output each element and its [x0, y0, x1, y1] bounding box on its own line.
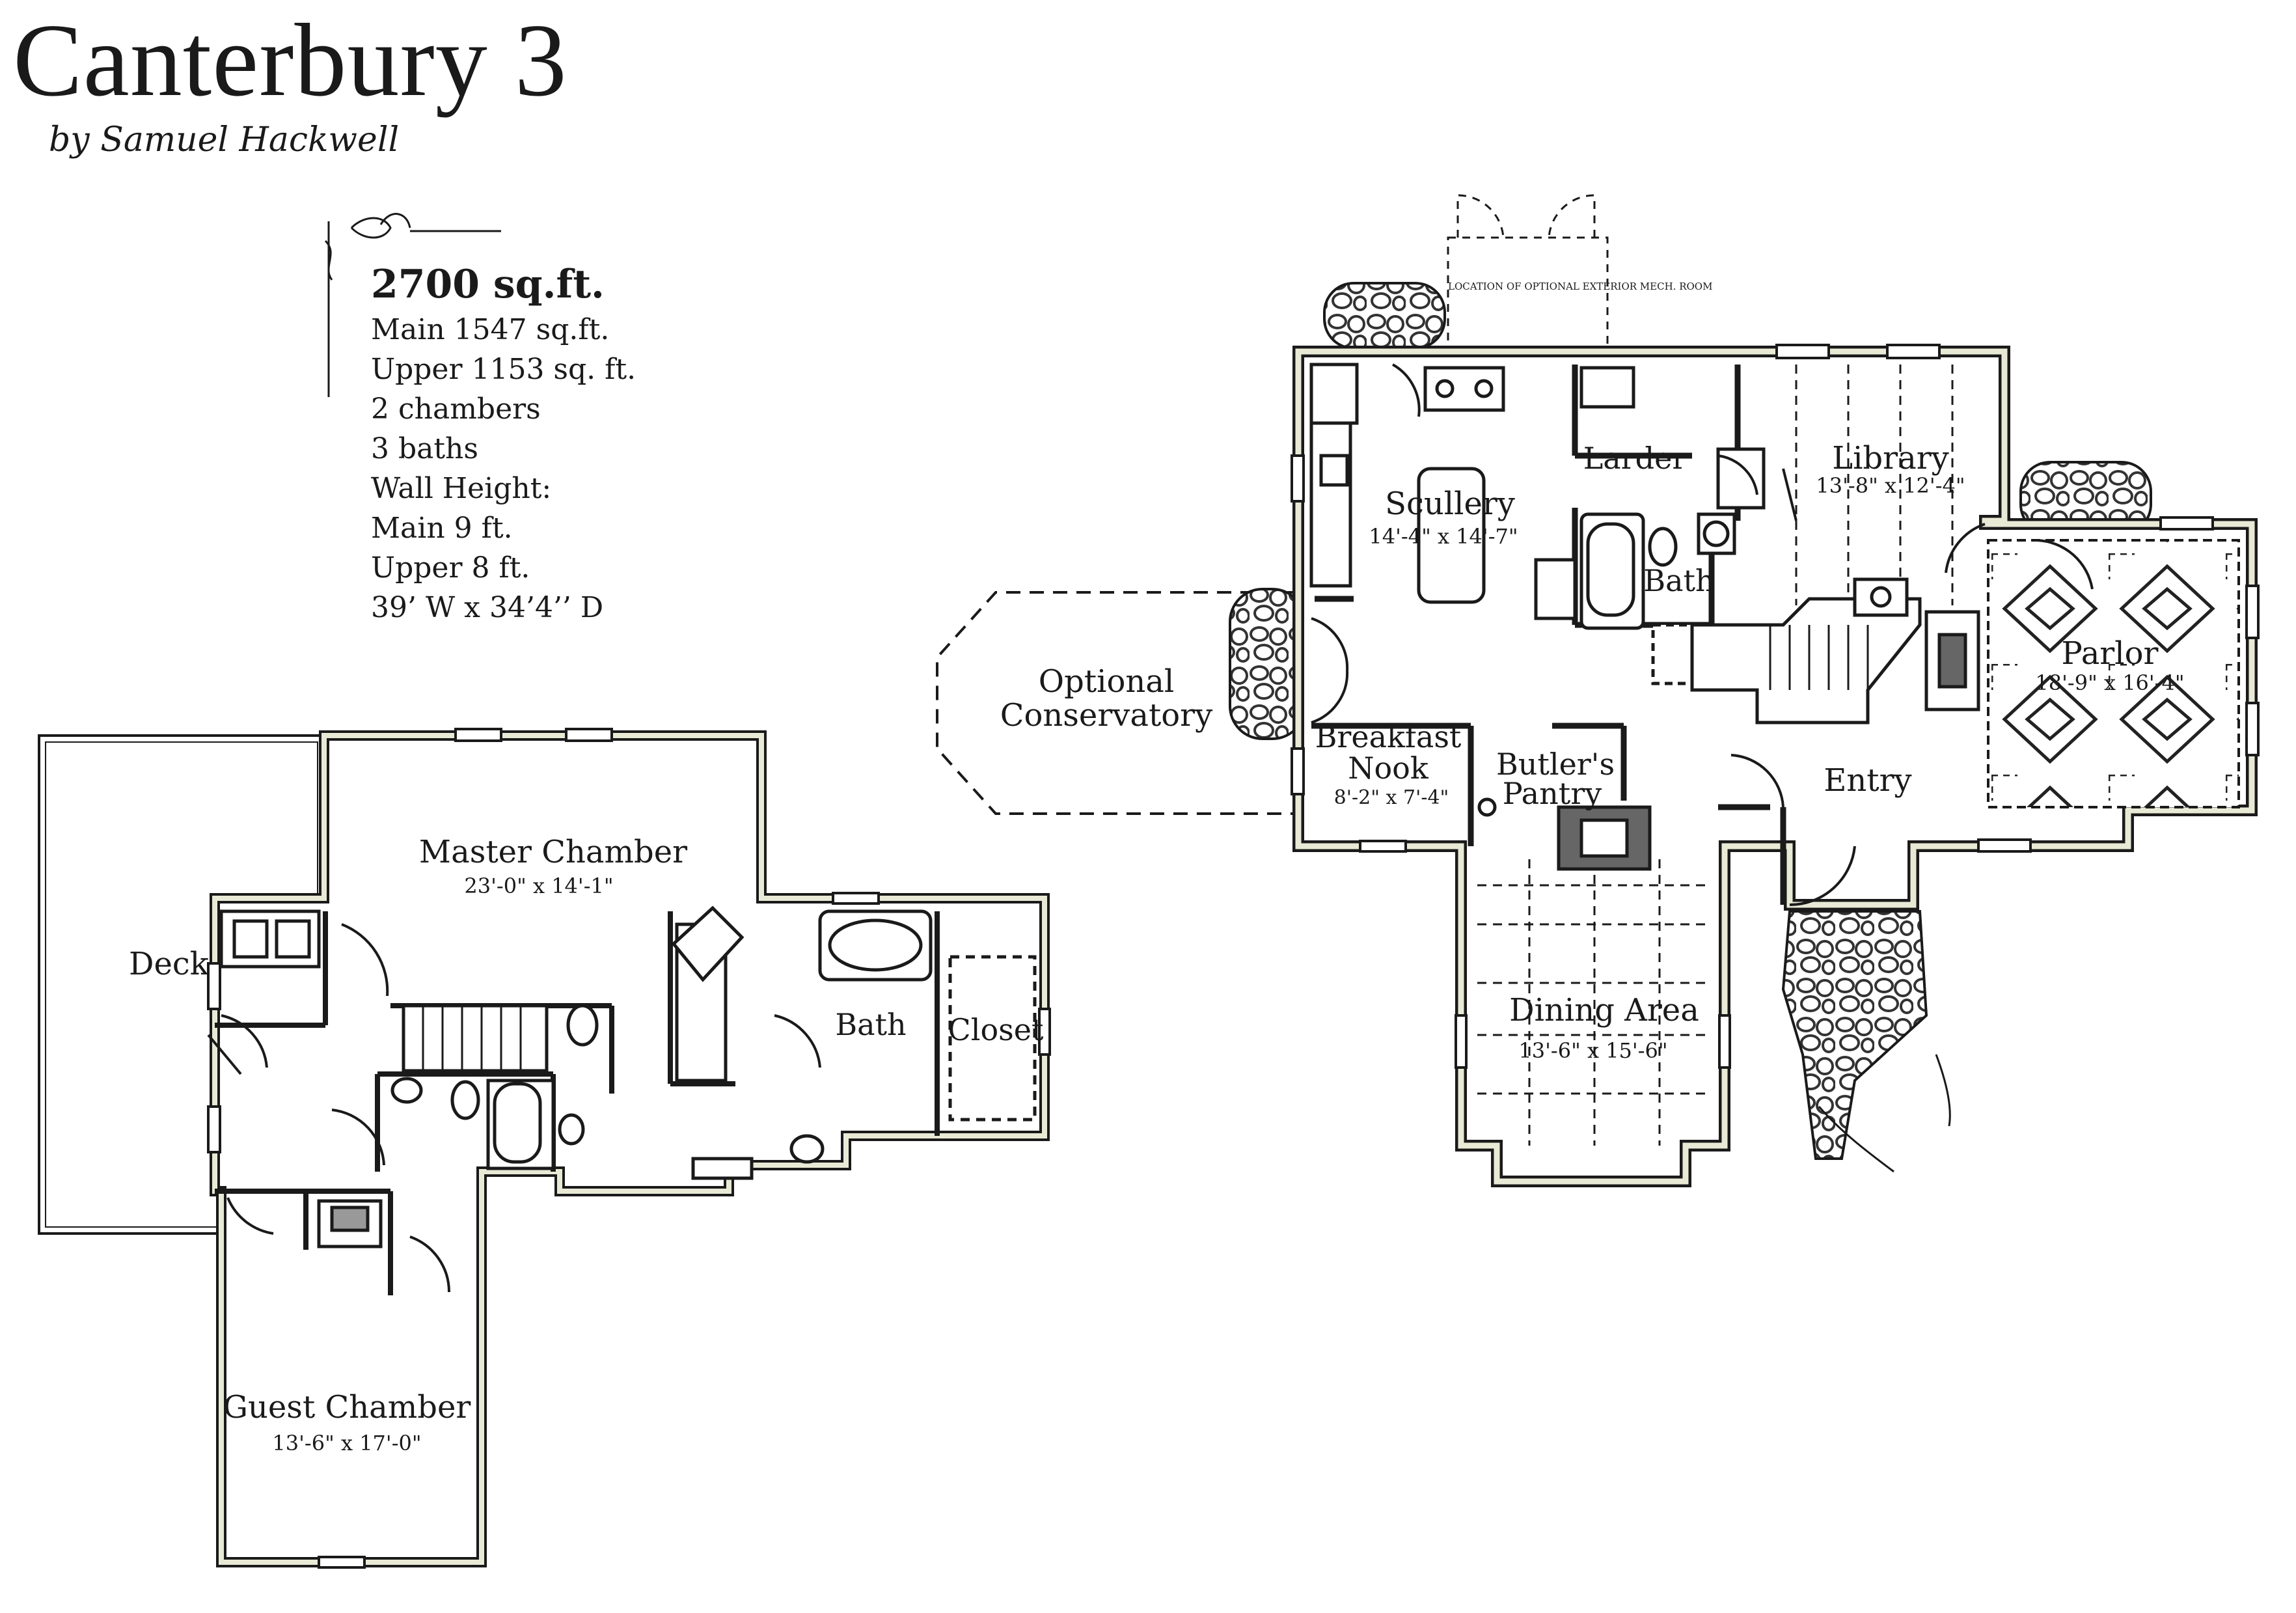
spec-upper-height: Upper 8 ft.	[371, 551, 530, 585]
dining-area-label: Dining Area	[1509, 992, 1699, 1028]
larder-label: Larder	[1583, 441, 1687, 476]
master-bath-label: Bath	[835, 1007, 906, 1042]
mech-room-outline	[1447, 194, 1609, 353]
conservatory-outline	[936, 591, 1302, 815]
butlers-pantry-label-line2: Pantry	[1503, 776, 1602, 811]
spec-dimensions: 39’ W x 34’4’’ D	[371, 591, 604, 624]
guest-chamber-dimensions: 13'-6" x 17'-0"	[272, 1431, 421, 1455]
parlor-tile-floor	[1987, 539, 2240, 808]
master-chamber-dimensions: 23'-0" x 14'-1"	[464, 874, 613, 898]
breakfast-nook-label-line1: Breakfast	[1315, 719, 1462, 754]
upper-floor-plan: Deck Master Chamber 23'-0" x 14'-1" Bath…	[38, 728, 1051, 1569]
upper-bath-fixtures	[219, 905, 1037, 1248]
upper-stairs	[402, 1004, 549, 1073]
spec-wall-height-label: Wall Height:	[371, 472, 552, 505]
main-doors	[1311, 363, 2094, 907]
breakfast-nook-label-line2: Nook	[1348, 751, 1429, 786]
page-title: Canterbury 3	[13, 2, 567, 118]
butlers-pantry-label-line1: Butler's	[1496, 747, 1615, 782]
conservatory-label-line2: Conservatory	[1000, 697, 1213, 734]
main-stairs	[1651, 597, 1922, 724]
parlor-dimensions: 18'-9" x 16'-4"	[2035, 670, 2184, 695]
fireplaces	[1557, 577, 1980, 871]
scullery-dimensions: 14'-4" x 14'-7"	[1369, 524, 1518, 549]
library-dimensions: 13'-8" x 12'-4"	[1816, 473, 1965, 498]
parlor-label: Parlor	[2062, 635, 2159, 672]
breakfast-nook-dimensions: 8'-2" x 7'-4"	[1334, 786, 1449, 809]
library-label: Library	[1832, 440, 1949, 476]
spec-chambers: 2 chambers	[371, 393, 541, 426]
spec-baths: 3 baths	[371, 432, 478, 465]
spec-block: 2700 sq.ft. Main 1547 sq.ft. Upper 1153 …	[371, 259, 636, 627]
entry-label: Entry	[1824, 762, 1911, 799]
guest-chamber-label: Guest Chamber	[223, 1389, 471, 1426]
upper-doors	[207, 923, 821, 1293]
closet-label: Closet	[948, 1012, 1044, 1047]
stone-walk	[1781, 910, 1928, 1160]
deck-label: Deck	[129, 946, 210, 982]
spec-ornament	[324, 213, 501, 397]
spec-main-height: Main 9 ft.	[371, 512, 513, 545]
total-area: 2700 sq.ft.	[371, 262, 605, 307]
conservatory-label-line1: Optional	[1039, 663, 1175, 700]
main-bath-label: Bath	[1643, 563, 1714, 598]
dining-area-dimensions: 13'-6" x 15'-6"	[1518, 1038, 1667, 1063]
scullery-label: Scullery	[1385, 486, 1515, 522]
master-chamber-label: Master Chamber	[419, 834, 687, 870]
library-beams	[1795, 365, 1954, 605]
main-floor-plan: LOCATION OF OPTIONAL EXTERIOR MECH. ROOM	[936, 194, 2260, 1187]
chimney-stone-north	[1323, 282, 1446, 350]
mech-room-note: LOCATION OF OPTIONAL EXTERIOR MECH. ROOM	[1448, 281, 1712, 292]
kitchen-fixtures	[1309, 363, 1766, 817]
designer-byline: by Samuel Hackwell	[49, 120, 400, 159]
spec-upper-area: Upper 1153 sq. ft.	[371, 353, 636, 386]
spec-main-area: Main 1547 sq.ft.	[371, 313, 610, 346]
dining-floor-grid	[1477, 859, 1712, 1146]
